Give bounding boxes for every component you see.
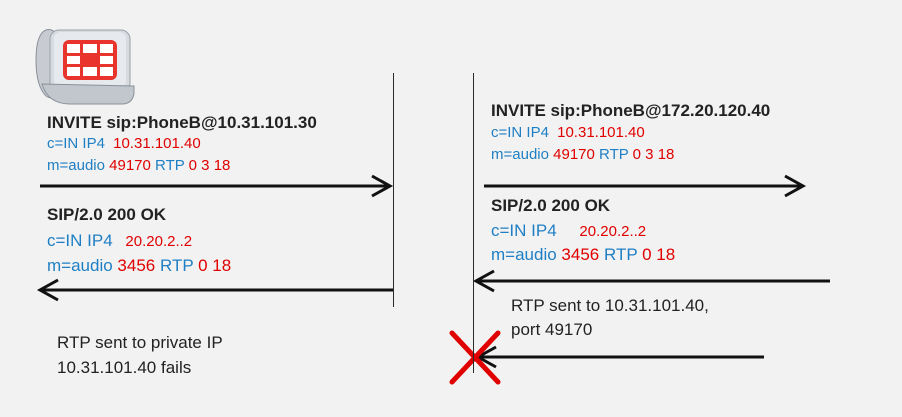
sdp-m-label: m=audio <box>491 146 549 163</box>
left-ok-c-line: c=IN IP4 20.20.2..2 <box>47 231 192 251</box>
sdp-c-value: 10.31.101.40 <box>113 135 201 152</box>
sdp-m-proto: RTP <box>599 146 629 163</box>
left-ok-title: SIP/2.0 200 OK <box>47 205 167 224</box>
sdp-m-codecs: 0 3 18 <box>188 157 231 174</box>
right-rtp-arrow <box>474 345 764 369</box>
left-failure-note-line2: 10.31.101.40 fails <box>57 358 192 377</box>
sdp-c-label: c=IN IP4 <box>491 221 557 240</box>
sdp-m-codecs: 0 18 <box>198 256 232 275</box>
sdp-m-codecs: 0 18 <box>642 245 676 264</box>
sdp-m-label: m=audio <box>47 256 113 275</box>
right-endpoint-timeline <box>473 73 474 373</box>
left-failure-note-line1: RTP sent to private IP <box>57 333 223 352</box>
sdp-m-codecs: 0 3 18 <box>632 146 675 163</box>
right-invite-arrow <box>484 174 807 198</box>
sdp-m-port: 3456 <box>561 245 600 264</box>
sdp-c-value: 20.20.2..2 <box>125 233 193 250</box>
right-ok-m-line: m=audio 3456 RTP 0 18 <box>491 245 675 265</box>
sdp-m-proto: RTP <box>159 256 194 275</box>
sdp-m-proto: RTP <box>603 245 638 264</box>
sdp-c-value: 10.31.101.40 <box>557 124 645 141</box>
left-ok-arrow <box>36 278 393 302</box>
right-invite-title: INVITE sip:PhoneB@172.20.120.40 <box>491 101 771 120</box>
left-invite-arrow <box>40 174 394 198</box>
sdp-m-label: m=audio <box>47 157 105 174</box>
right-ok-title: SIP/2.0 200 OK <box>491 196 611 215</box>
sdp-c-label: c=IN IP4 <box>47 135 105 152</box>
right-invite-c-line: c=IN IP4 10.31.101.40 <box>491 124 645 141</box>
sdp-c-value: 20.20.2..2 <box>579 223 647 240</box>
phone-logo-icon <box>63 40 117 80</box>
left-invite-title: INVITE sip:PhoneB@10.31.101.30 <box>47 113 317 132</box>
sdp-m-label: m=audio <box>491 245 557 264</box>
right-ok-arrow <box>472 269 830 293</box>
sdp-m-proto: RTP <box>155 157 185 174</box>
left-endpoint-timeline <box>393 73 394 307</box>
right-rtp-note-line1: RTP sent to 10.31.101.40, <box>511 296 709 315</box>
right-ok-c-line: c=IN IP4 20.20.2..2 <box>491 221 646 241</box>
fail-x-icon <box>449 330 501 385</box>
sdp-c-label: c=IN IP4 <box>491 124 549 141</box>
ip-phone-icon <box>35 29 135 105</box>
left-ok-m-line: m=audio 3456 RTP 0 18 <box>47 256 231 276</box>
sdp-m-port: 49170 <box>109 157 151 174</box>
sdp-c-label: c=IN IP4 <box>47 231 113 250</box>
right-invite-m-line: m=audio 49170 RTP 0 3 18 <box>491 146 674 163</box>
left-invite-c-line: c=IN IP4 10.31.101.40 <box>47 135 201 152</box>
sdp-m-port: 3456 <box>117 256 156 275</box>
left-invite-m-line: m=audio 49170 RTP 0 3 18 <box>47 157 230 174</box>
sdp-m-port: 49170 <box>553 146 595 163</box>
right-rtp-note-line2: port 49170 <box>511 320 593 339</box>
